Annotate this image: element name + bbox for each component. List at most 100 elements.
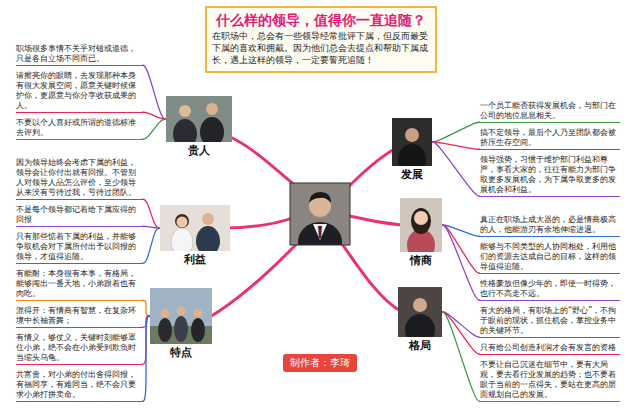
note-block: 混得开：有情商有智慧，在复杂环境中长袖善舞； <box>16 306 142 328</box>
note-block: 只有那些惦着下属的利益，并能够争取机会对下属所付出予以回报的领导，才值得追随。 <box>16 232 142 264</box>
figure <box>411 208 431 234</box>
photo <box>398 287 442 337</box>
note-block: 有能耐：本身很有本事，有格局，能够闯出一番天地，小弟跟着也有肉吃。 <box>16 269 142 301</box>
leader-line <box>432 122 480 142</box>
figure <box>173 119 197 142</box>
topic-label: 利益 <box>160 253 230 267</box>
figure <box>202 213 214 225</box>
author-text: 制作者：李琦 <box>290 356 350 370</box>
topic-photo: 格局 <box>398 287 442 353</box>
topic-label: 贵人 <box>166 144 232 158</box>
photo-slot <box>400 198 442 252</box>
figure <box>177 307 186 316</box>
note-text: 不是每个领导都记着给下属应得的回报 <box>16 205 142 225</box>
note-text: 只有那些惦着下属的利益，并能够争取机会对下属所付出予以回报的领导，才值得追随。 <box>16 232 142 262</box>
note-block: 不要以个人喜好或所谓的道德标准去评判。 <box>16 118 142 140</box>
note-text: 混得开：有情商有智慧，在复杂环境中长袖善舞； <box>16 306 142 326</box>
figure <box>398 144 426 166</box>
topic-label: 情商 <box>400 254 442 268</box>
figure <box>405 128 419 142</box>
figure <box>171 228 193 251</box>
branch-line <box>345 215 404 225</box>
author-badge: 制作者：李琦 <box>283 354 357 372</box>
note-block: 有大的格局，有职场上的“野心”，不拘于眼前的现状，抓住机会，掌控业务中的关键环节… <box>480 306 620 338</box>
figure <box>298 222 342 245</box>
note-block: 能够与不同类型的人协同相处，利用他们的资源去达成自己的目标，这样的领导值得追随。 <box>480 242 620 274</box>
note-block: 有情义，够仗义，关键时刻能够罩住小弟，绝不会在小弟受到欺负时当缩头乌龟。 <box>16 333 142 365</box>
leader-line <box>142 316 150 401</box>
photo <box>166 96 232 142</box>
figure <box>318 226 322 238</box>
note-block: 职场很多事情不关乎对错或道德，只是各自立场不同而已。 <box>16 44 142 66</box>
figure <box>414 211 428 225</box>
photo-slot <box>392 118 432 166</box>
branch-line <box>226 215 300 228</box>
topic-photo: 特点 <box>150 288 212 360</box>
leader-line <box>142 300 150 316</box>
photo <box>160 205 230 251</box>
note-text: 请擦亮你的眼睛，去发现那种本身有很大发展空间，愿意关键时候保护你，更愿意与你分享… <box>16 71 142 111</box>
note-text: 只有给公司创造利润才会有发言的资格 <box>480 343 620 353</box>
note-text: 因为领导始终会考虑下属的利益，领导会让你付出就有回报。不管别人对领导人品怎么评价… <box>16 158 142 198</box>
photo-ground <box>290 183 350 245</box>
leader-line <box>442 312 480 401</box>
note-block: 性格豪放但像少年的，即使一时得势，也行不高走不远。 <box>480 279 620 301</box>
note-block: 不是每个领导都记着给下属应得的回报 <box>16 205 142 227</box>
leader-line <box>142 112 166 119</box>
note-text: 搞不定领导，最后个人乃至团队都会被挤压生存空间。 <box>480 128 620 148</box>
note-text: 不要让自己沉迷在细节中，要有大局观，要去看行业发展的趋势；也不要着眼于当前的一点… <box>480 360 620 400</box>
figure <box>161 309 170 318</box>
figure <box>313 224 327 240</box>
photo-slot <box>160 205 230 251</box>
topic-photo: 发展 <box>392 118 432 182</box>
leader-line <box>142 228 160 263</box>
figure <box>175 214 189 228</box>
topic-label: 格局 <box>398 339 442 353</box>
figure <box>194 309 203 318</box>
branch-lines <box>208 136 404 318</box>
photo-ground <box>150 288 212 344</box>
note-block: 只有给公司创造利润才会有发言的资格 <box>480 343 620 355</box>
leader-line <box>142 65 166 119</box>
note-block: 一个员工能否获得发展机会，与部门在公司的地位息息相关。 <box>480 101 620 123</box>
note-text: 共富贵，对小弟的付出舍得回报，有福同享，有难同当，绝不会只要求小弟打拼卖命。 <box>16 370 142 400</box>
photo <box>400 198 442 252</box>
note-text: 能够与不同类型的人协同相处，利用他们的资源去达成自己的目标，这样的领导值得追随。 <box>480 242 620 272</box>
leader-line <box>142 226 160 228</box>
intro-text: 在职场中，总会有一些领导经常批评下属，但反而最受下属的喜欢和拥戴。因为他们总会去… <box>212 31 430 66</box>
center-photo <box>290 183 350 245</box>
leader-line <box>432 142 480 149</box>
topic-label: 发展 <box>392 168 432 182</box>
photo-slot <box>166 96 232 142</box>
figure <box>179 105 191 117</box>
figure <box>405 314 435 337</box>
note-block: 因为领导始终会考虑下属的利益，领导会让你付出就有回报。不管别人对领导人品怎么评价… <box>16 158 142 200</box>
leader-line <box>142 199 160 228</box>
figure <box>174 316 188 342</box>
figure <box>309 192 331 203</box>
figure <box>158 318 172 342</box>
branch-line <box>338 238 402 312</box>
figure <box>206 103 218 115</box>
note-text: 领导强势，习惯于维护部门利益和尊严，事看大家的，往往有能力为部门争取更多发展机会… <box>480 155 620 195</box>
figure <box>196 226 220 251</box>
photo-slot <box>398 287 442 337</box>
photo-slot <box>150 288 212 344</box>
photo <box>150 288 212 344</box>
note-text: 有大的格局，有职场上的“野心”，不拘于眼前的现状，抓住机会，掌控业务中的关键环节… <box>480 306 620 336</box>
title-box: 什么样的领导，值得你一直追随？在职场中，总会有一些领导经常批评下属，但反而最受下… <box>205 6 437 73</box>
note-text: 不要以个人喜好或所谓的道德标准去评判。 <box>16 118 142 138</box>
note-text: 有能耐：本身很有本事，有格局，能够闯出一番天地，小弟跟着也有肉吃。 <box>16 269 142 299</box>
note-block: 请擦亮你的眼睛，去发现那种本身有很大发展空间，愿意关键时候保护你，更愿意与你分享… <box>16 71 142 113</box>
note-text: 一个员工能否获得发展机会，与部门在公司的地位息息相关。 <box>480 101 620 121</box>
photo-frame <box>290 183 350 245</box>
note-text: 职场很多事情不关乎对错或道德，只是各自立场不同而已。 <box>16 44 142 64</box>
topic-label: 特点 <box>150 346 212 360</box>
note-block: 搞不定领导，最后个人乃至团队都会被挤压生存空间。 <box>480 128 620 150</box>
photo <box>392 118 432 166</box>
leader-line <box>142 119 166 139</box>
topic-photo: 情商 <box>400 198 442 268</box>
leader-line <box>442 225 480 300</box>
topic-photo: 贵人 <box>166 96 232 158</box>
